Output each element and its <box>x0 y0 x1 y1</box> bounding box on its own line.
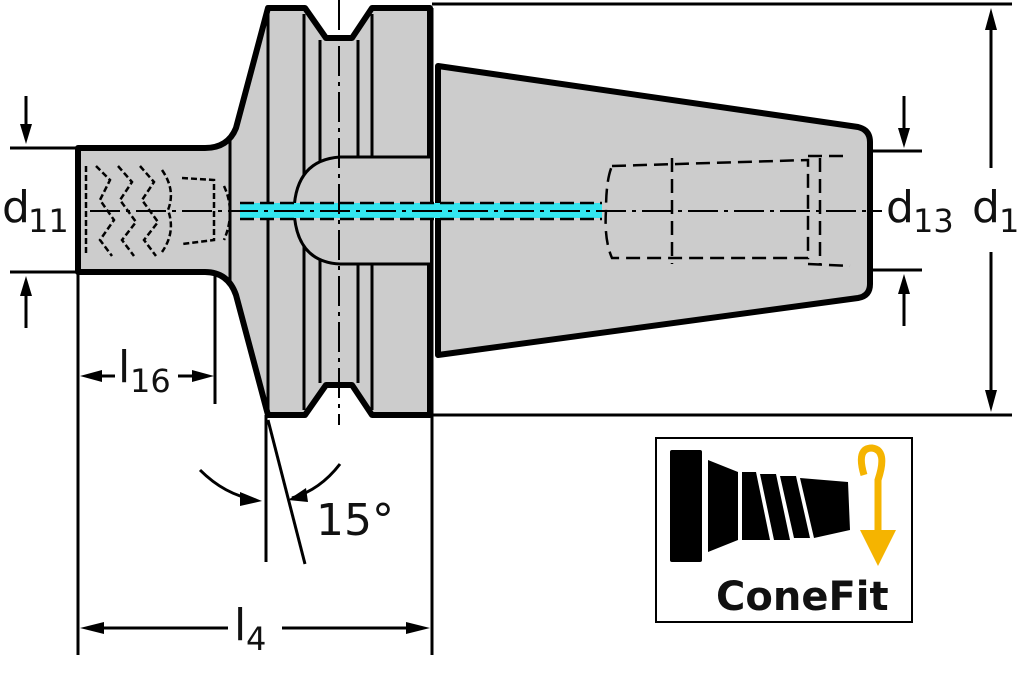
coolant-hidden-lines <box>240 201 602 221</box>
svg-text:d: d <box>2 182 30 233</box>
dimension-lines <box>10 2 1012 655</box>
svg-text:4: 4 <box>246 620 266 658</box>
label-l16: l 16 <box>118 342 171 400</box>
svg-text:13: 13 <box>913 202 954 240</box>
svg-text:d: d <box>972 182 1000 233</box>
label-d11: d 11 <box>2 182 69 240</box>
conefit-logo: ConeFit <box>655 437 913 623</box>
rotation-arrow-icon <box>857 444 896 566</box>
label-l4: l 4 <box>234 600 266 658</box>
label-d1: d 1 <box>972 182 1019 240</box>
svg-text:l: l <box>118 342 130 393</box>
tool-body <box>75 0 882 425</box>
svg-text:16: 16 <box>130 362 171 400</box>
svg-text:l: l <box>234 600 246 651</box>
svg-text:11: 11 <box>28 202 69 240</box>
label-angle: 15° <box>316 495 394 546</box>
center-lines <box>90 0 882 425</box>
conefit-logo-text: ConeFit <box>716 574 889 620</box>
svg-text:1: 1 <box>999 202 1019 240</box>
conefit-screw-icon <box>670 450 850 562</box>
arrowheads <box>20 8 997 634</box>
label-d13: d 13 <box>886 182 954 240</box>
svg-text:d: d <box>886 182 914 233</box>
